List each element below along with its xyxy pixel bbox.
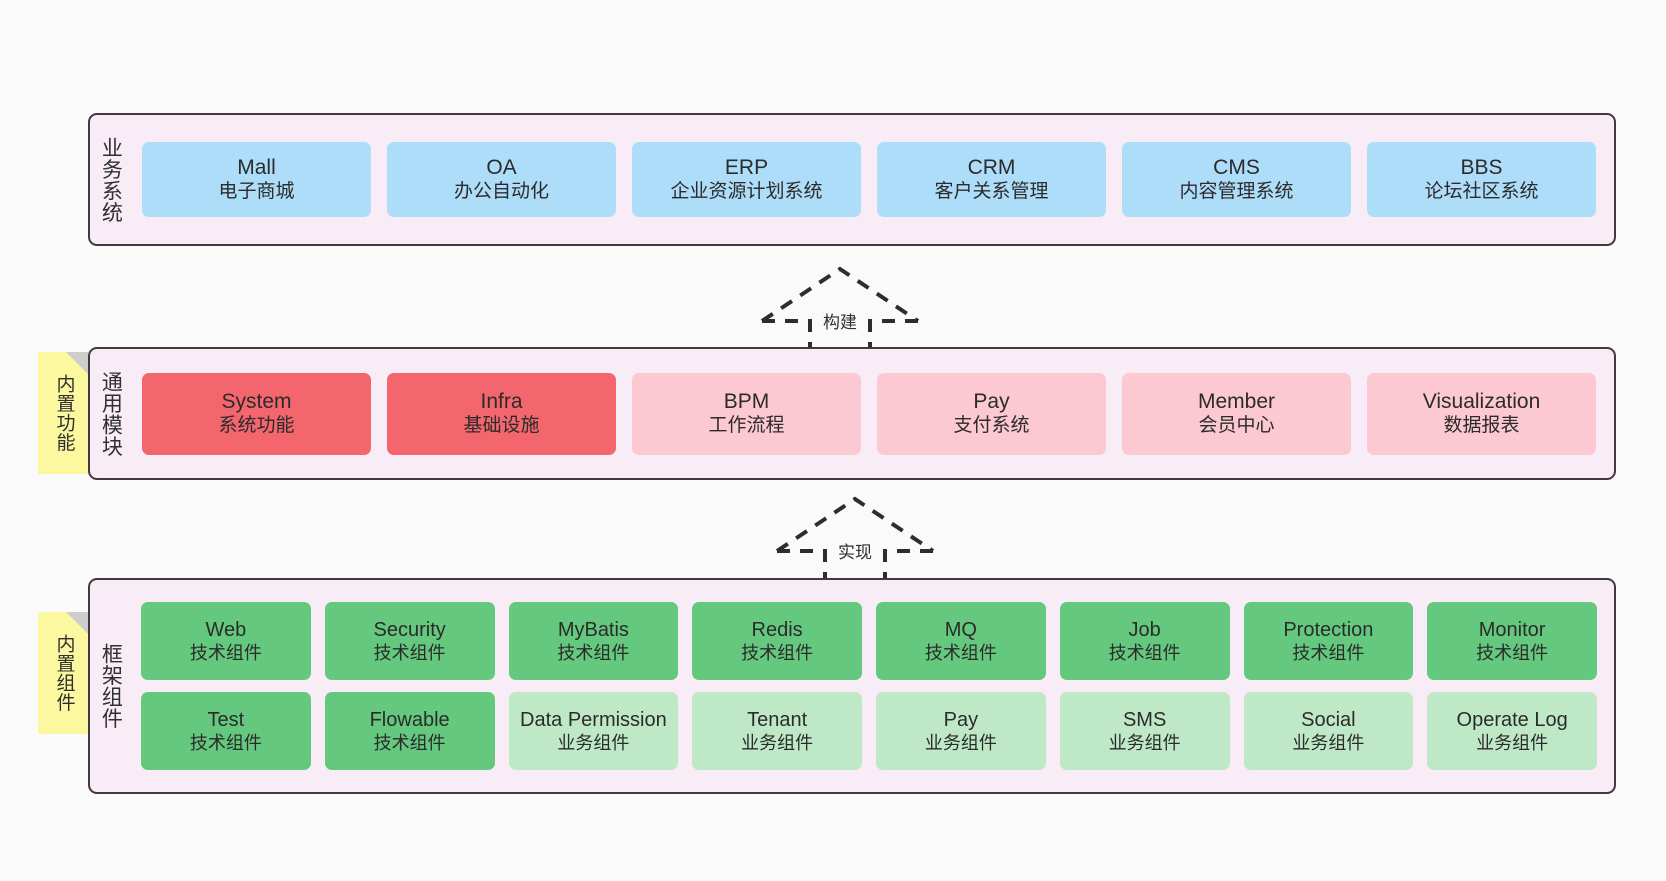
card-en-label: Redis [751, 618, 803, 641]
card-cn-label: 技术组件 [373, 732, 446, 753]
module-card-member[interactable]: Member 会员中心 [1122, 372, 1351, 455]
component-card-security[interactable]: Security 技术组件 [324, 602, 495, 680]
business-card-erp[interactable]: ERP 企业资源计划系统 [632, 142, 861, 217]
card-en-label: Visualization [1422, 389, 1541, 413]
module-card-infra[interactable]: Infra 基础设施 [387, 372, 616, 455]
card-cn-label: 系统功能 [218, 415, 295, 437]
card-en-label: ERP [724, 155, 769, 179]
sticky-note-builtin-functions: 内置功能 [38, 352, 88, 474]
card-cn-label: 会员中心 [1198, 415, 1275, 437]
card-cn-label: 业务组件 [1292, 732, 1365, 753]
card-en-label: MQ [944, 618, 977, 641]
card-en-label: CRM [967, 155, 1016, 179]
module-card-pay[interactable]: Pay 支付系统 [877, 372, 1106, 455]
card-cn-label: 业务组件 [557, 732, 630, 753]
card-cn-label: 内容管理系统 [1179, 181, 1294, 203]
card-cn-label: 技术组件 [189, 732, 262, 753]
generalization-arrow-implement: 实现 [775, 493, 935, 585]
card-en-label: Data Permission [520, 708, 667, 731]
card-cn-label: 支付系统 [953, 415, 1030, 437]
framework-components-grid: Web 技术组件 Security 技术组件 MyBatis 技术组件 Redi… [130, 580, 1614, 792]
component-card-flowable[interactable]: Flowable 技术组件 [324, 692, 495, 770]
card-en-label: OA [486, 155, 517, 179]
card-en-label: Flowable [369, 708, 450, 731]
card-cn-label: 技术组件 [1292, 642, 1365, 663]
business-card-crm[interactable]: CRM 客户关系管理 [877, 142, 1106, 217]
card-cn-label: 技术组件 [189, 642, 262, 663]
card-cn-label: 技术组件 [1108, 642, 1181, 663]
card-cn-label: 企业资源计划系统 [670, 181, 823, 203]
card-en-label: SMS [1122, 708, 1167, 731]
component-card-mybatis[interactable]: MyBatis 技术组件 [508, 602, 679, 680]
card-en-label: MyBatis [557, 618, 629, 641]
card-cn-label: 论坛社区系统 [1424, 181, 1539, 203]
card-en-label: Pay [943, 708, 979, 731]
component-card-test[interactable]: Test 技术组件 [141, 692, 311, 770]
card-en-label: Mall [237, 155, 276, 179]
framework-components-row-2: Test 技术组件 Flowable 技术组件 Data Permission … [134, 692, 1604, 770]
component-card-tenant[interactable]: Tenant 业务组件 [692, 692, 862, 770]
card-cn-label: 工作流程 [708, 415, 785, 437]
framework-components-row-1: Web 技术组件 Security 技术组件 MyBatis 技术组件 Redi… [134, 602, 1604, 680]
card-cn-label: 业务组件 [1108, 732, 1181, 753]
card-en-label: Test [207, 708, 245, 731]
card-en-label: Job [1128, 618, 1161, 641]
card-en-label: System [221, 389, 292, 413]
card-cn-label: 技术组件 [373, 642, 446, 663]
card-cn-label: 客户关系管理 [934, 181, 1049, 203]
card-cn-label: 技术组件 [741, 642, 814, 663]
component-card-web[interactable]: Web 技术组件 [141, 602, 311, 680]
layer-title-common-modules: 通用模块 [99, 370, 123, 457]
card-cn-label: 业务组件 [924, 732, 997, 753]
card-cn-label: 办公自动化 [453, 181, 549, 203]
common-modules-card-list: System 系统功能 Infra 基础设施 BPM 工作流程 Pay 支付系统… [130, 349, 1614, 478]
card-cn-label: 电子商城 [218, 181, 295, 203]
card-en-label: BBS [1460, 155, 1503, 179]
layer-common-modules: 通用模块 System 系统功能 Infra 基础设施 BPM 工作流程 Pay… [88, 347, 1616, 480]
card-en-label: BPM [723, 389, 770, 413]
card-cn-label: 基础设施 [463, 415, 540, 437]
module-card-system[interactable]: System 系统功能 [142, 372, 371, 455]
card-en-label: Pay [973, 389, 1010, 413]
generalization-arrow-build: 构建 [760, 263, 920, 355]
business-card-mall[interactable]: Mall 电子商城 [142, 142, 371, 217]
component-card-operate-log[interactable]: Operate Log 业务组件 [1427, 692, 1597, 770]
card-en-label: CMS [1213, 155, 1260, 179]
card-en-label: Social [1301, 708, 1356, 731]
component-card-protection[interactable]: Protection 技术组件 [1243, 602, 1414, 680]
card-cn-label: 技术组件 [1476, 642, 1549, 663]
business-card-oa[interactable]: OA 办公自动化 [387, 142, 616, 217]
card-en-label: Infra [480, 389, 523, 413]
component-card-social[interactable]: Social 业务组件 [1243, 692, 1414, 770]
sticky-note-builtin-components: 内置组件 [38, 612, 88, 734]
card-en-label: Protection [1283, 618, 1374, 641]
component-card-data-permission[interactable]: Data Permission 业务组件 [508, 692, 679, 770]
card-en-label: Member [1197, 389, 1276, 413]
business-systems-card-list: Mall 电子商城 OA 办公自动化 ERP 企业资源计划系统 CRM 客户关系… [130, 115, 1614, 244]
module-card-bpm[interactable]: BPM 工作流程 [632, 372, 861, 455]
component-card-pay[interactable]: Pay 业务组件 [876, 692, 1046, 770]
business-card-cms[interactable]: CMS 内容管理系统 [1122, 142, 1351, 217]
card-cn-label: 技术组件 [924, 642, 997, 663]
layer-title-framework-components: 框架组件 [99, 643, 123, 729]
layer-framework-components: 框架组件 Web 技术组件 Security 技术组件 MyBatis 技术组件… [88, 578, 1616, 794]
component-card-mq[interactable]: MQ 技术组件 [876, 602, 1046, 680]
component-card-monitor[interactable]: Monitor 技术组件 [1427, 602, 1597, 680]
business-card-bbs[interactable]: BBS 论坛社区系统 [1367, 142, 1596, 217]
card-cn-label: 数据报表 [1443, 415, 1520, 437]
card-cn-label: 业务组件 [741, 732, 814, 753]
card-en-label: Security [373, 618, 446, 641]
module-card-visualization[interactable]: Visualization 数据报表 [1367, 372, 1596, 455]
card-en-label: Operate Log [1456, 708, 1568, 731]
component-card-redis[interactable]: Redis 技术组件 [692, 602, 862, 680]
layer-business-systems: 业务系统 Mall 电子商城 OA 办公自动化 ERP 企业资源计划系统 CRM… [88, 113, 1616, 246]
component-card-sms[interactable]: SMS 业务组件 [1059, 692, 1230, 770]
card-cn-label: 技术组件 [557, 642, 630, 663]
component-card-job[interactable]: Job 技术组件 [1059, 602, 1230, 680]
card-cn-label: 业务组件 [1476, 732, 1549, 753]
card-en-label: Web [205, 618, 247, 641]
card-en-label: Tenant [747, 708, 808, 731]
card-en-label: Monitor [1478, 618, 1546, 641]
layer-title-business-systems: 业务系统 [99, 136, 123, 223]
